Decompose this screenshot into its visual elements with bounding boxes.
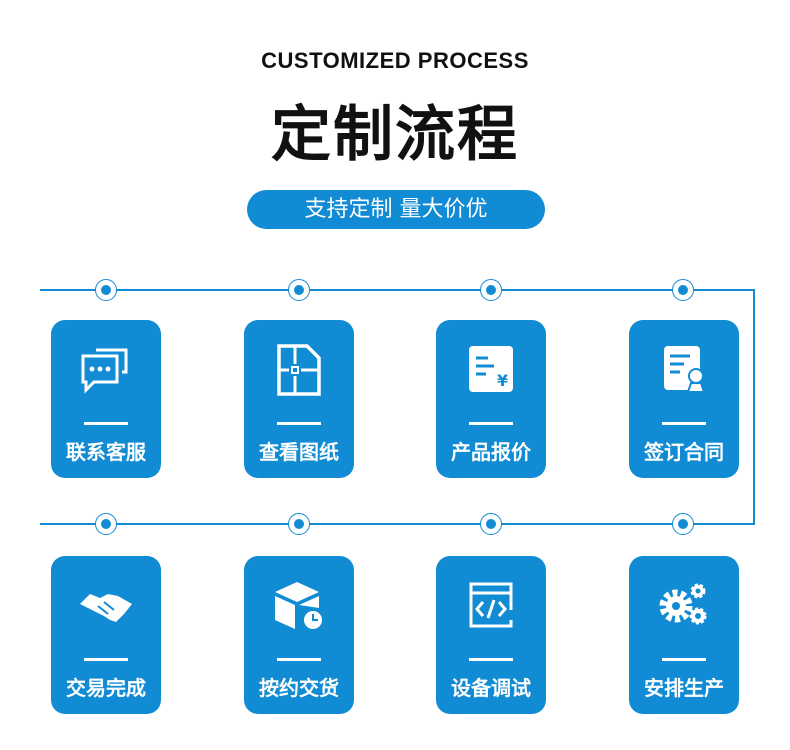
slogan-pill: 支持定制 量大价优: [247, 190, 545, 229]
step-dot: [288, 279, 310, 301]
flow-line-top: [40, 289, 755, 291]
step-label: 按约交货: [259, 676, 339, 700]
step-dot: [672, 513, 694, 535]
step-card-deal-done: 交易完成: [51, 556, 161, 714]
svg-text:¥: ¥: [497, 371, 508, 390]
step-card-production: 安排生产: [629, 556, 739, 714]
step-dot: [672, 279, 694, 301]
step-card-drawings: 查看图纸: [244, 320, 354, 478]
step-card-contract: 签订合同: [629, 320, 739, 478]
chat-icon: [81, 348, 128, 394]
step-dot: [480, 513, 502, 535]
quote-icon: ¥: [469, 346, 513, 392]
step-card-quote: ¥ 产品报价: [436, 320, 546, 478]
step-label: 产品报价: [451, 440, 531, 464]
step-label: 交易完成: [66, 676, 146, 700]
step-dot: [95, 513, 117, 535]
step-dot: [95, 279, 117, 301]
handshake-icon: [80, 594, 132, 622]
flow-line-right: [753, 289, 755, 525]
divider: [469, 658, 513, 661]
code-window-icon: [469, 582, 513, 628]
divider: [662, 658, 706, 661]
divider: [662, 422, 706, 425]
divider: [469, 422, 513, 425]
divider: [277, 658, 321, 661]
flow-line-bottom: [40, 523, 755, 525]
subtitle: CUSTOMIZED PROCESS: [261, 48, 529, 73]
step-card-debugging: 设备调试: [436, 556, 546, 714]
step-label: 签订合同: [644, 440, 724, 464]
step-label: 设备调试: [451, 676, 531, 700]
step-label: 联系客服: [66, 440, 146, 464]
divider: [84, 422, 128, 425]
page-title: 定制流程: [271, 100, 519, 170]
step-dot: [480, 279, 502, 301]
blueprint-icon: [277, 344, 321, 396]
gears-icon: [659, 583, 707, 625]
step-card-delivery: 按约交货: [244, 556, 354, 714]
step-card-contact: 联系客服: [51, 320, 161, 478]
contract-icon: [664, 346, 706, 393]
step-label: 查看图纸: [259, 440, 339, 464]
divider: [84, 658, 128, 661]
divider: [277, 422, 321, 425]
step-dot: [288, 513, 310, 535]
delivery-box-icon: [275, 582, 324, 631]
step-label: 安排生产: [644, 676, 724, 700]
